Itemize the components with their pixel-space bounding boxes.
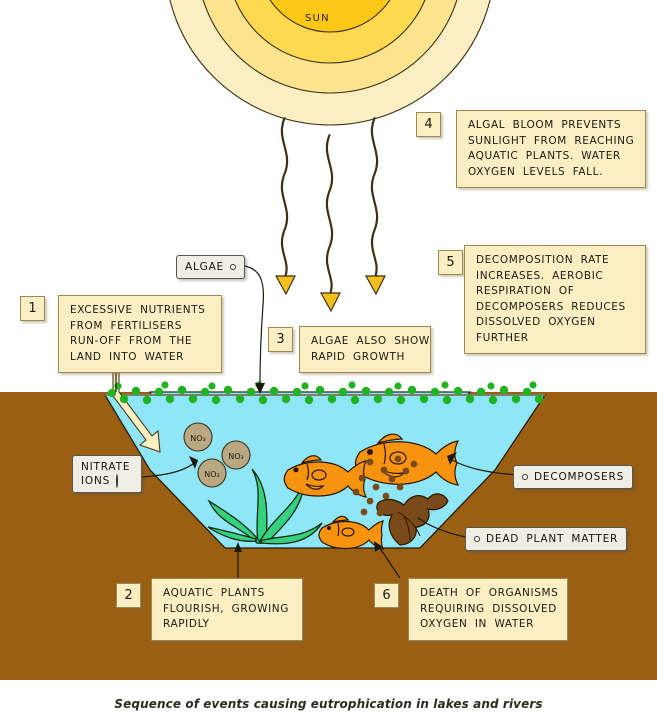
- step-2-line-2: FLOURISH, GROWING: [163, 602, 289, 615]
- step-box-4: ALGAL BLOOM PREVENTS SUNLIGHT FROM REACH…: [456, 110, 646, 188]
- step-4-line-4: OXYGEN LEVELS FALL.: [468, 165, 604, 178]
- step-1-line-1: EXCESSIVE NUTRIENTS: [70, 304, 206, 316]
- step-3-line-2: RAPID GROWTH: [311, 350, 405, 363]
- svg-text:NO₃: NO₃: [204, 470, 220, 479]
- step-5-line-1: DECOMPOSITION RATE: [476, 254, 610, 266]
- step-5-line-2: INCREASES. AEROBIC: [476, 269, 604, 282]
- callout-nitrate-ions: NITRATE IONS: [72, 455, 142, 493]
- step-6-line-3: OXYGEN IN WATER: [420, 618, 534, 630]
- fish-small: [318, 515, 384, 550]
- step-4-line-3: AQUATIC PLANTS. WATER: [468, 150, 621, 162]
- callout-algae: ALGAE: [176, 255, 245, 279]
- step-3-line-1: ALGAE ALSO SHOW: [311, 335, 430, 347]
- aquatic-plant: [207, 468, 323, 545]
- step-box-1: EXCESSIVE NUTRIENTS FROM FERTILISERS RUN…: [58, 295, 222, 373]
- step-5-line-6: FURTHER: [476, 331, 529, 344]
- step-5-line-4: DECOMPOSERS REDUCES: [476, 300, 626, 313]
- fish-medium: [283, 455, 368, 498]
- step-number-4: 4: [416, 112, 441, 137]
- step-number-2: 2: [116, 583, 141, 608]
- step-1-line-4: LAND INTO WATER: [70, 350, 185, 363]
- step-box-3: ALGAE ALSO SHOW RAPID GROWTH: [299, 326, 431, 373]
- svg-text:NO₃: NO₃: [228, 452, 244, 461]
- step-2-line-3: RAPIDLY: [163, 618, 210, 630]
- step-4-line-1: ALGAL BLOOM PREVENTS: [468, 119, 622, 131]
- callout-dead-plant-matter: DEAD PLANT MATTER: [465, 527, 628, 551]
- step-1-line-3: RUN-OFF FROM THE: [70, 335, 193, 347]
- decomposers-leader: [449, 458, 519, 476]
- step-box-6: DEATH OF ORGANISMS REQUIRING DISSOLVED O…: [408, 578, 568, 641]
- sunlight-rays: [274, 117, 386, 313]
- step-5-line-3: RESPIRATION OF: [476, 285, 575, 297]
- fish-group: [283, 433, 460, 550]
- step-1-line-2: FROM FERTILISERS: [70, 319, 183, 332]
- diagram-caption: Sequence of events causing eutrophicatio…: [114, 697, 543, 711]
- step-box-5: DECOMPOSITION RATE INCREASES. AEROBIC RE…: [464, 245, 646, 354]
- callout-nitrate-line-2: IONS: [81, 475, 111, 487]
- step-2-line-1: AQUATIC PLANTS: [163, 587, 265, 599]
- step-6-line-2: REQUIRING DISSOLVED: [420, 602, 557, 615]
- step-5-line-5: DISSOLVED OXYGEN: [476, 316, 596, 328]
- step-number-6: 6: [374, 583, 399, 608]
- algae-bloom-layer: [107, 381, 544, 405]
- sun-label: SUN: [305, 13, 330, 24]
- step-box-2: AQUATIC PLANTS FLOURISH, GROWING RAPIDLY: [151, 578, 303, 641]
- step-6-line-1: DEATH OF ORGANISMS: [420, 587, 559, 599]
- callout-algae-label: ALGAE: [185, 261, 224, 273]
- algae-leader: [238, 264, 265, 384]
- callout-dead-plant-matter-label: DEAD PLANT MATTER: [486, 533, 619, 545]
- runoff-arrow: [112, 371, 161, 453]
- decomposer-particles: [352, 455, 418, 517]
- step-number-1: 1: [20, 296, 45, 321]
- step-number-3: 3: [268, 327, 293, 352]
- nitrate-ion-molecules: NO₃ NO₃ NO₃: [183, 422, 251, 488]
- step-4-line-2: SUNLIGHT FROM REACHING: [468, 134, 635, 147]
- svg-text:NO₃: NO₃: [190, 434, 206, 443]
- sun-graphic: [169, 0, 491, 126]
- step-number-5: 5: [438, 250, 463, 275]
- callout-decomposers: DECOMPOSERS: [513, 465, 634, 489]
- callout-nitrate-line-1: NITRATE: [81, 461, 131, 473]
- callout-decomposers-label: DECOMPOSERS: [534, 471, 625, 483]
